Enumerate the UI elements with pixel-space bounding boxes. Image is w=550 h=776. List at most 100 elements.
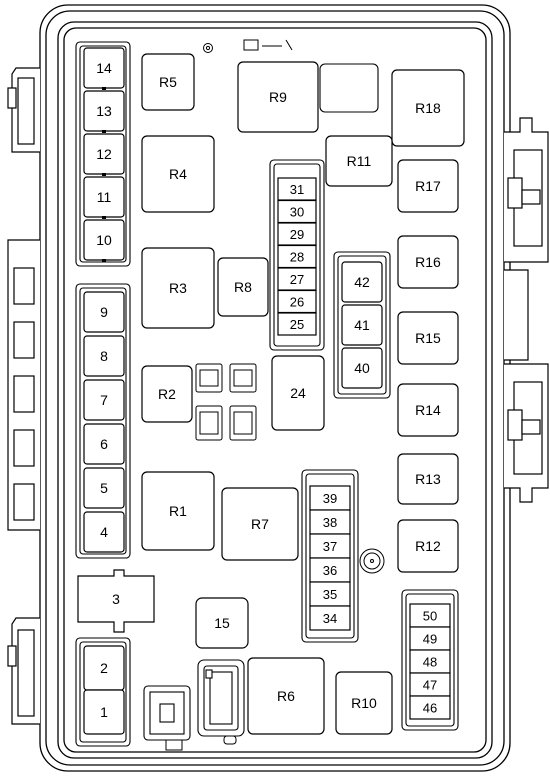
relay-R12-label: R12 <box>415 538 441 554</box>
fuse-slot-25: 25 <box>277 312 317 336</box>
relay-R11: R11 <box>325 135 393 187</box>
relay-R5-label: R5 <box>159 74 177 90</box>
fuse-slot-25-label: 25 <box>290 317 304 332</box>
fuse-slot-4-label: 4 <box>100 524 108 540</box>
relay-R9: R9 <box>237 61 319 133</box>
relay-R4-label: R4 <box>169 166 187 182</box>
relay-R13: R13 <box>397 453 459 505</box>
relay-R17-label: R17 <box>415 178 441 194</box>
relay-R4: R4 <box>141 135 215 213</box>
housing-details <box>165 39 385 751</box>
fuse-slot-4: 4 <box>83 511 125 553</box>
relay-R12: R12 <box>397 519 459 573</box>
fuse-slot-24-label: 24 <box>290 385 306 401</box>
relay-R17: R17 <box>397 159 459 213</box>
relay-R18: R18 <box>391 69 465 147</box>
relay-R11-label: R11 <box>347 153 372 169</box>
relay-R15-label: R15 <box>415 330 441 346</box>
fuse-slot-47: 47 <box>409 672 451 697</box>
fuse-slot-31: 31 <box>277 177 317 201</box>
relay-R14-label: R14 <box>415 402 441 418</box>
fuse-slot-10-label: 10 <box>96 232 112 248</box>
fuse-slot-11: 11 <box>83 176 125 218</box>
fuse-slot-38: 38 <box>309 509 351 535</box>
relay-R7: R7 <box>221 487 299 561</box>
fuse-slot-48: 48 <box>409 649 451 674</box>
fuse-slot-42: 42 <box>341 261 383 303</box>
fuse-slot-31-label: 31 <box>290 182 304 197</box>
relay-R16: R16 <box>397 235 459 289</box>
fuse-slot-24: 24 <box>271 355 325 431</box>
fuse-slot-28: 28 <box>277 244 317 269</box>
relay-R18-label: R18 <box>415 100 441 116</box>
fuse-slot-28-label: 28 <box>290 250 304 265</box>
relay-R5: R5 <box>141 53 195 111</box>
fuse-slot-47-label: 47 <box>423 678 437 693</box>
relay-R9-label: R9 <box>269 89 287 105</box>
fuse-slot-49: 49 <box>409 626 451 651</box>
relay-R6: R6 <box>247 657 325 735</box>
fuse-slot-10: 10 <box>83 219 125 261</box>
fuse-slot-35-label: 35 <box>323 587 337 602</box>
fuse-slot-26-label: 26 <box>290 295 304 310</box>
fuse-slot-8-label: 8 <box>100 348 108 364</box>
relay-R3: R3 <box>141 247 215 329</box>
fuse-slot-14: 14 <box>83 47 125 89</box>
fuse-slot-15: 15 <box>195 597 249 649</box>
fuse-slot-3-label: 3 <box>112 591 120 607</box>
fuse-slot-49-label: 49 <box>423 632 437 647</box>
fuse-slot-39-label: 39 <box>323 491 337 506</box>
fuse-slot-38-label: 38 <box>323 515 337 530</box>
fuse-slot-11-label: 11 <box>97 189 112 205</box>
fuse-slot-7: 7 <box>83 379 125 421</box>
relay-R15: R15 <box>397 311 459 365</box>
fuse-slot-29-label: 29 <box>290 227 304 242</box>
fuse-slot-36-label: 36 <box>323 563 337 578</box>
fuse-slot-46-label: 46 <box>423 701 437 716</box>
fuse-slot-34: 34 <box>309 605 351 631</box>
fuse-slot-6: 6 <box>83 423 125 465</box>
relay-R10: R10 <box>335 671 393 735</box>
relay-R6-label: R6 <box>277 688 295 704</box>
fuse-slot-40-label: 40 <box>354 360 370 376</box>
fuse-slot-50: 50 <box>409 603 451 628</box>
fuse-slot-2: 2 <box>83 645 125 691</box>
relay-R14: R14 <box>397 383 459 437</box>
fuse-slot-50-label: 50 <box>423 609 437 624</box>
fuse-slot-35: 35 <box>309 581 351 607</box>
fuse-slot-30: 30 <box>277 199 317 224</box>
fuse-slot-37: 37 <box>309 533 351 559</box>
fuse-slot-41: 41 <box>341 304 383 346</box>
fuse-slot-9: 9 <box>83 291 125 333</box>
fuse-slot-29: 29 <box>277 222 317 246</box>
fuse-slot-8: 8 <box>83 335 125 377</box>
fuse-slot-46: 46 <box>409 695 451 720</box>
fuse-slot-13: 13 <box>83 90 125 132</box>
relay-R2: R2 <box>141 365 193 423</box>
fuse-slot-1-label: 1 <box>100 704 108 720</box>
right-connectors <box>504 117 549 503</box>
fuse-slot-5: 5 <box>83 467 125 509</box>
left-mount-tabs <box>7 67 40 725</box>
fuse-slot-2-label: 2 <box>100 660 108 676</box>
housing <box>39 4 511 772</box>
relay-R1: R1 <box>141 471 215 551</box>
fuse-slot-39: 39 <box>309 485 351 511</box>
fuse-slot-14-label: 14 <box>96 60 112 76</box>
fuse-slot-12-label: 12 <box>96 146 112 162</box>
fuse-slot-41-label: 41 <box>354 317 370 333</box>
fuse-slot-27-label: 27 <box>290 272 304 287</box>
mini-fuse-holders <box>195 363 257 441</box>
fuse-slot-6-label: 6 <box>100 436 108 452</box>
fuse-slot-1: 1 <box>83 689 125 735</box>
relay-R3-label: R3 <box>169 280 187 296</box>
fuse-slot-7-label: 7 <box>100 392 108 408</box>
fuse-slot-13-label: 13 <box>96 103 112 119</box>
fuse-slot-42-label: 42 <box>354 274 370 290</box>
fuse-slot-34-label: 34 <box>323 611 337 626</box>
fuse-slot-3: 3 <box>77 569 155 633</box>
relay-R8: R8 <box>217 257 269 317</box>
fuse-slot-37-label: 37 <box>323 539 337 554</box>
bottom-components <box>143 63 379 741</box>
relay-R7-label: R7 <box>251 516 269 532</box>
